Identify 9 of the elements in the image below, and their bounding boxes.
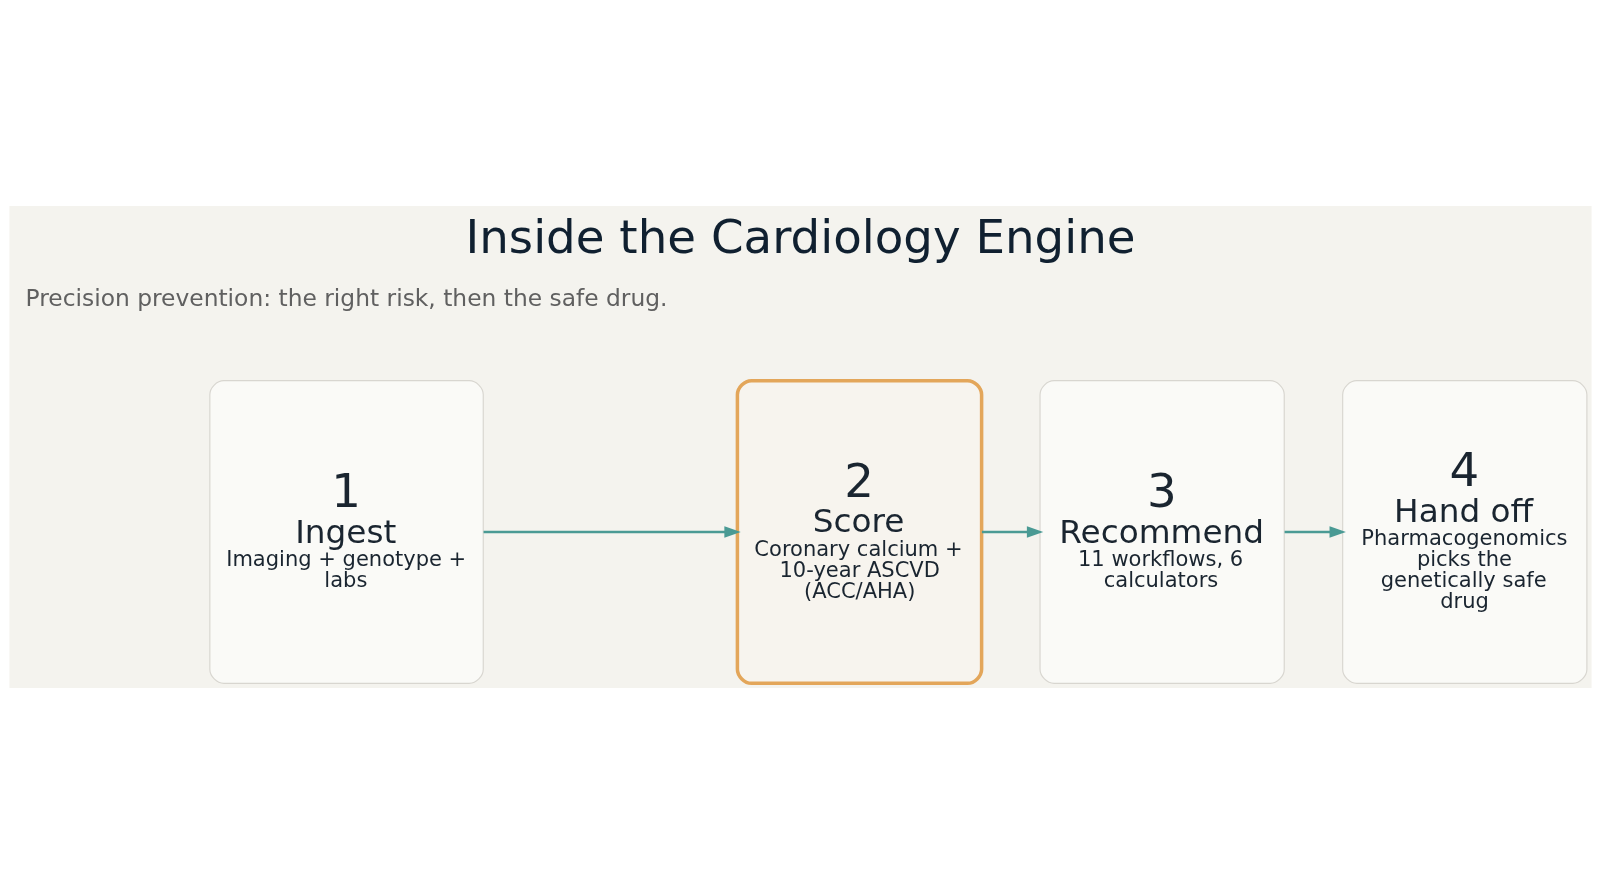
node-box: 1 Ingest Imaging + genotype + labs <box>208 379 484 684</box>
caption: Precision prevention: the right risk, then the safe drug. <box>25 283 668 312</box>
diagram-title: Inside the Cardiology Engine <box>464 209 1136 264</box>
arrow <box>1284 525 1346 538</box>
node-box: 2 Score Coronary calcium + 10-year ASCVD (ACC/AHA) <box>735 378 983 685</box>
node-box: 3 Recommend 11 workflows, 6 calculators <box>1038 379 1285 684</box>
node-box: 4 Hand off Pharmacogenomics picks the genetically safe drug <box>1341 379 1587 684</box>
arrow <box>981 525 1043 538</box>
arrow <box>483 525 741 538</box>
